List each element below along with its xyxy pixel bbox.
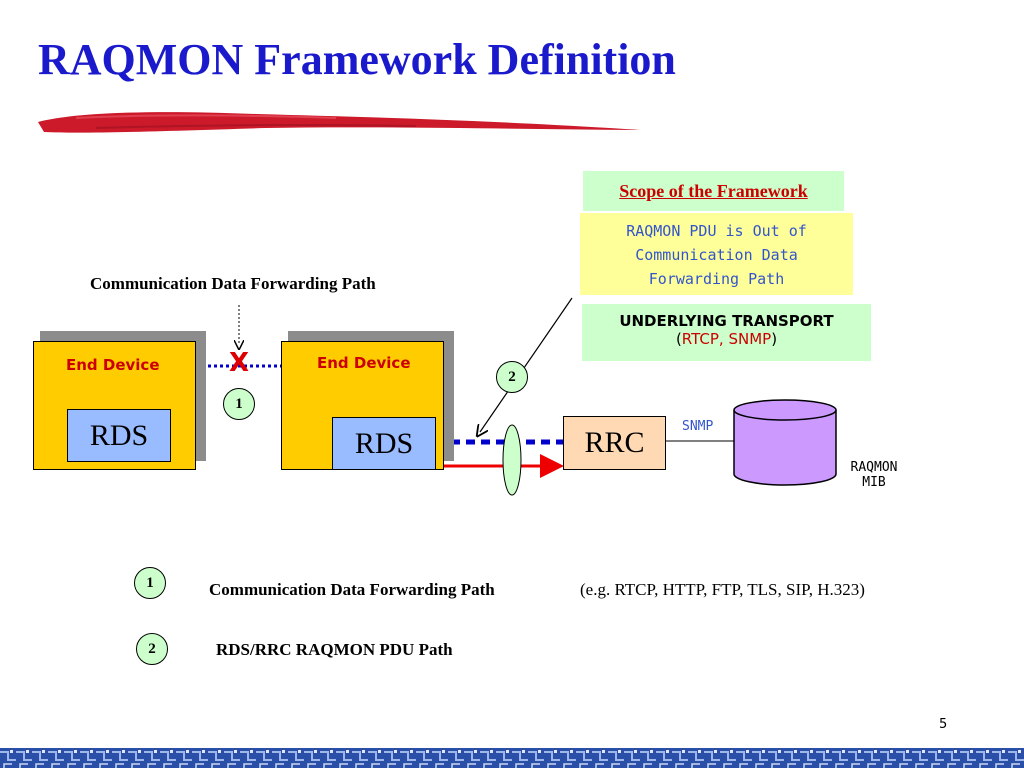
snmp-label: SNMP: [682, 419, 714, 434]
path-badge-one: 1: [223, 388, 255, 420]
legend-badge-one: 1: [134, 567, 166, 599]
end-device-left-label: End Device: [66, 356, 160, 374]
pdu-pointer-line: [480, 297, 573, 432]
legend-item-one-label: Communication Data Forwarding Path: [209, 580, 495, 599]
scope-title-box: Scope of the Framework: [583, 171, 844, 211]
legend-badge-two: 2: [136, 633, 168, 665]
legend-item-one-example: (e.g. RTCP, HTTP, FTP, TLS, SIP, H.323): [580, 580, 865, 599]
mib-label-line2: MIB: [862, 475, 886, 490]
rds-rrc-pdu-arrow: [434, 446, 564, 478]
red-brush-stroke-decoration: [38, 112, 641, 133]
pdu-note-line1: RAQMON PDU is Out of: [626, 222, 807, 240]
forwarding-path-label: Communication Data Forwarding Path: [90, 274, 376, 293]
path-badge-two: 2: [496, 361, 528, 393]
pdu-note-line2: Communication Data: [635, 246, 798, 264]
scope-title: Scope of the Framework: [619, 180, 808, 201]
page-number: 5: [939, 717, 948, 732]
rds-right: RDS: [332, 417, 436, 470]
transport-ellipse: [502, 424, 522, 496]
transport-title: UNDERLYING TRANSPORT: [619, 312, 834, 330]
rrc-box: RRC: [563, 416, 666, 470]
transport-open-paren: (: [675, 330, 682, 348]
mib-label: RAQMON MIB: [844, 460, 904, 490]
mib-label-line1: RAQMON: [850, 460, 898, 475]
legend-item-two-label: RDS/RRC RAQMON PDU Path: [216, 640, 453, 659]
slide-title: RAQMON Framework Definition: [38, 35, 676, 84]
footer-pattern-decoration: [0, 748, 1024, 768]
end-device-right-label: End Device: [317, 354, 411, 372]
rds-left: RDS: [67, 409, 171, 462]
pdu-note-box: RAQMON PDU is Out of Communication Data …: [580, 213, 853, 295]
transport-close-paren: ): [771, 330, 778, 348]
pdu-note-line3: Forwarding Path: [648, 270, 785, 288]
blocked-cross-mark: X: [229, 348, 250, 378]
transport-protocols: RTCP, SNMP: [681, 330, 772, 348]
underlying-transport-box: UNDERLYING TRANSPORT (RTCP, SNMP): [582, 304, 871, 361]
raqmon-mib-database-icon: [733, 399, 837, 486]
